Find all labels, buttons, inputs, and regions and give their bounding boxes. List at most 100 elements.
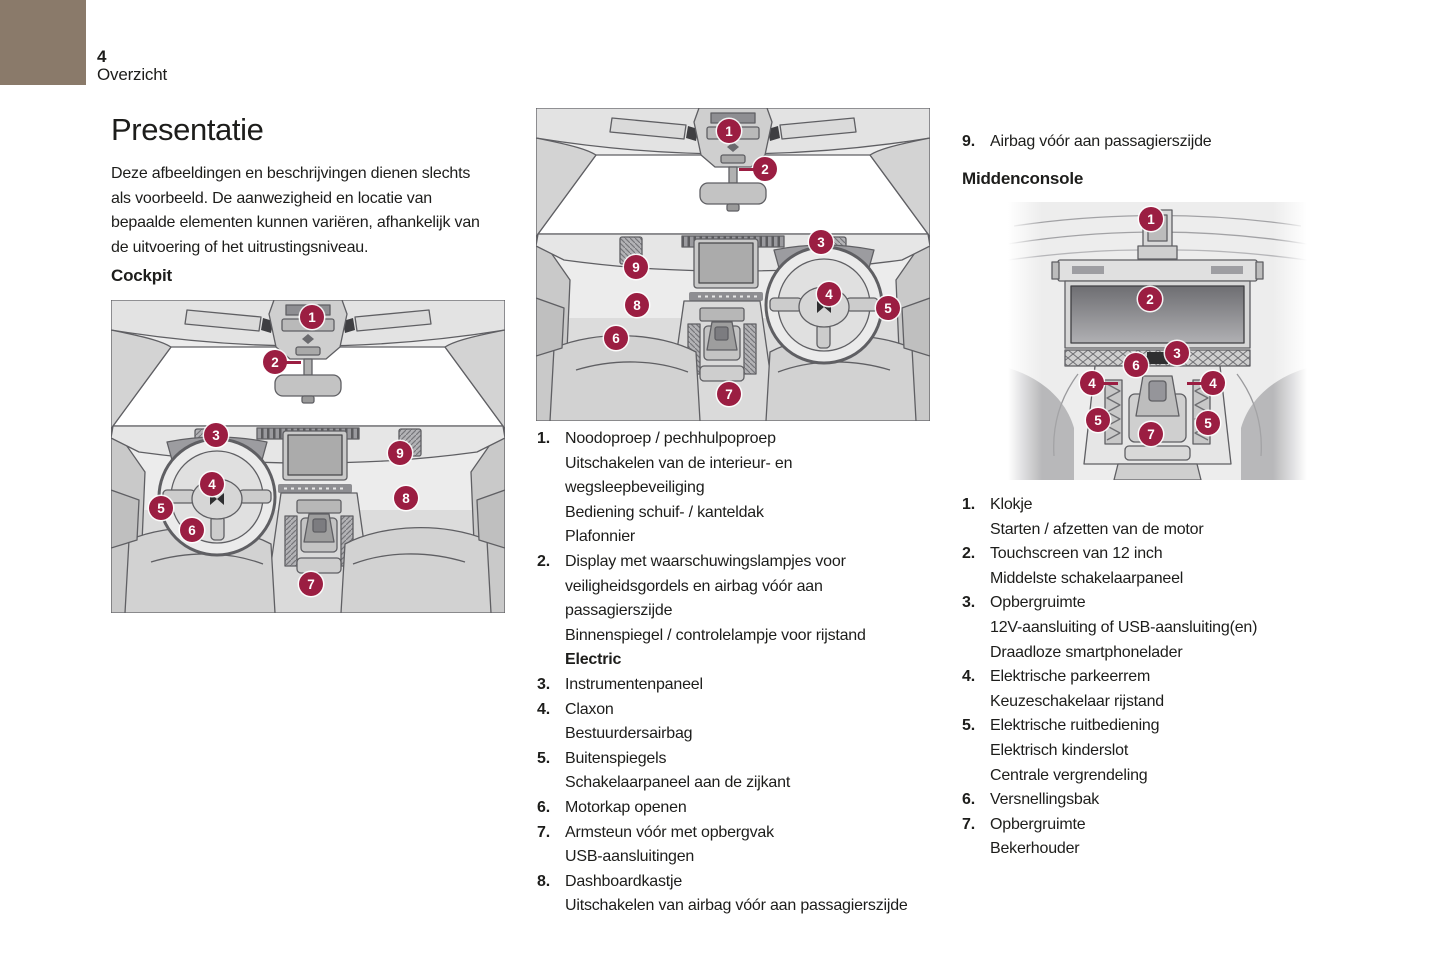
paragraph-line: als voorbeeld. De aanwezigheid en locati… — [111, 189, 432, 207]
diagram-callout-5: 5 — [876, 296, 900, 320]
list-item: 6. Motorkap openen — [537, 796, 949, 821]
diagram-callout-4: 4 — [1080, 371, 1118, 395]
list-line: Opbergruimte — [990, 815, 1086, 833]
list-line: Airbag vóór aan passagierszijde — [990, 133, 1212, 150]
diagram-callout-9: 9 — [624, 255, 648, 279]
list-line: passagierszijde — [565, 602, 673, 620]
list-line: Uitschakelen van de interieur- en — [565, 454, 793, 472]
diagram-callout-1: 1 — [1139, 207, 1163, 231]
list-line: Elektrische ruitbediening — [990, 717, 1160, 735]
list-line: veiligheidsgordels en airbag vóór aan — [565, 577, 823, 595]
list-item-lines: Motorkap openen — [565, 796, 949, 821]
list-item-lines: Instrumentenpaneel — [565, 673, 949, 698]
list-item: 6. Versnellingsbak — [962, 788, 1422, 813]
cockpit-illustration-rhd — [536, 108, 930, 421]
page-number: 4 — [97, 47, 107, 66]
diagram-callout-4: 4 — [1187, 371, 1225, 395]
paragraph-line: de uitvoering of het uitrustingsniveau. — [111, 238, 369, 256]
list-item: 2. Display met waarschuwingslampjes voor… — [537, 550, 949, 673]
section-title: Overzicht — [97, 65, 167, 84]
list-item-lines: Opbergruimte 12V-aansluiting of USB-aansl… — [990, 591, 1422, 665]
list-line: Binnenspiegel / controlelampje voor rijs… — [565, 626, 866, 644]
list-line: Bekerhouder — [990, 840, 1080, 858]
cockpit-heading: Cockpit — [111, 266, 172, 285]
list-line: Armsteun vóór met opbergvak — [565, 823, 774, 841]
diagram-callout-8: 8 — [394, 486, 418, 510]
callout-leader-line — [286, 360, 301, 364]
diagram-callout-1: 1 — [300, 305, 324, 329]
list-line: USB-aansluitingen — [565, 848, 695, 866]
list-line: Klokje — [990, 496, 1033, 513]
list-item-number: 7. — [537, 823, 550, 841]
list-item-number: 9. — [962, 133, 975, 150]
list-item-number: 4. — [537, 700, 550, 718]
diagram-callout-2: 2 — [263, 350, 301, 374]
callout-leader-line — [1187, 381, 1202, 385]
list-line: Versnellingsbak — [990, 791, 1100, 809]
list-line: Elektrisch kinderslot — [990, 741, 1129, 759]
diagram-callout-6: 6 — [180, 518, 204, 542]
list-line: Starten / afzetten van de motor — [990, 520, 1204, 538]
list-line: Touchscreen van 12 inch — [990, 545, 1163, 563]
list-item-number: 5. — [962, 717, 975, 735]
diagram-callout-4: 4 — [200, 472, 224, 496]
console-heading: Middenconsole — [962, 169, 1084, 188]
callout-leader-line — [739, 167, 754, 171]
paragraph-line: bepaalde elementen kunnen variëren, afha… — [111, 214, 480, 232]
list-line: Draadloze smartphonelader — [990, 643, 1183, 661]
list-item-number: 1. — [962, 496, 975, 513]
list-item-number: 3. — [962, 594, 975, 612]
diagram-callout-7: 7 — [1139, 422, 1163, 446]
diagram-callout-8: 8 — [625, 293, 649, 317]
list-item: 3. Instrumentenpaneel — [537, 673, 949, 698]
list-item-lines: Versnellingsbak — [990, 788, 1422, 813]
diagram-callout-5: 5 — [1086, 408, 1110, 432]
diagram-callout-6: 6 — [1124, 353, 1148, 377]
list-line: Buitenspiegels — [565, 749, 667, 767]
list-item-number: 2. — [537, 552, 550, 570]
list-line: Bediening schuif- / kanteldak — [565, 503, 764, 521]
passenger-airbag-item: 9. Airbag vóór aan passagierszijde — [962, 130, 1422, 155]
callout-leader-line — [1103, 381, 1118, 385]
diagram-callout-3: 3 — [1165, 341, 1189, 365]
list-line: Motorkap openen — [565, 798, 687, 816]
list-line: Plafonnier — [565, 528, 636, 546]
list-line: Claxon — [565, 700, 614, 718]
list-line: Instrumentenpaneel — [565, 675, 703, 693]
page-title: Presentatie — [111, 112, 264, 147]
list-item-number: 6. — [537, 798, 550, 816]
list-line: Opbergruimte — [990, 594, 1086, 612]
diagram-callout-7: 7 — [299, 572, 323, 596]
list-line: Keuzeschakelaar rijstand — [990, 692, 1164, 710]
list-line: Bestuurdersairbag — [565, 725, 693, 743]
diagram-callout-2: 2 — [739, 157, 777, 181]
cockpit-illustration-lhd — [111, 300, 505, 613]
intro-paragraph: Deze afbeeldingen en beschrijvingen dien… — [111, 162, 511, 260]
list-item-number: 1. — [537, 430, 550, 447]
paragraph-line: Deze afbeeldingen en beschrijvingen dien… — [111, 165, 471, 182]
list-line: 12V-aansluiting of USB-aansluiting(en) — [990, 618, 1258, 636]
diagram-callout-6: 6 — [604, 326, 628, 350]
list-item-number: 2. — [962, 545, 975, 563]
diagram-callout-2: 2 — [1138, 287, 1162, 311]
